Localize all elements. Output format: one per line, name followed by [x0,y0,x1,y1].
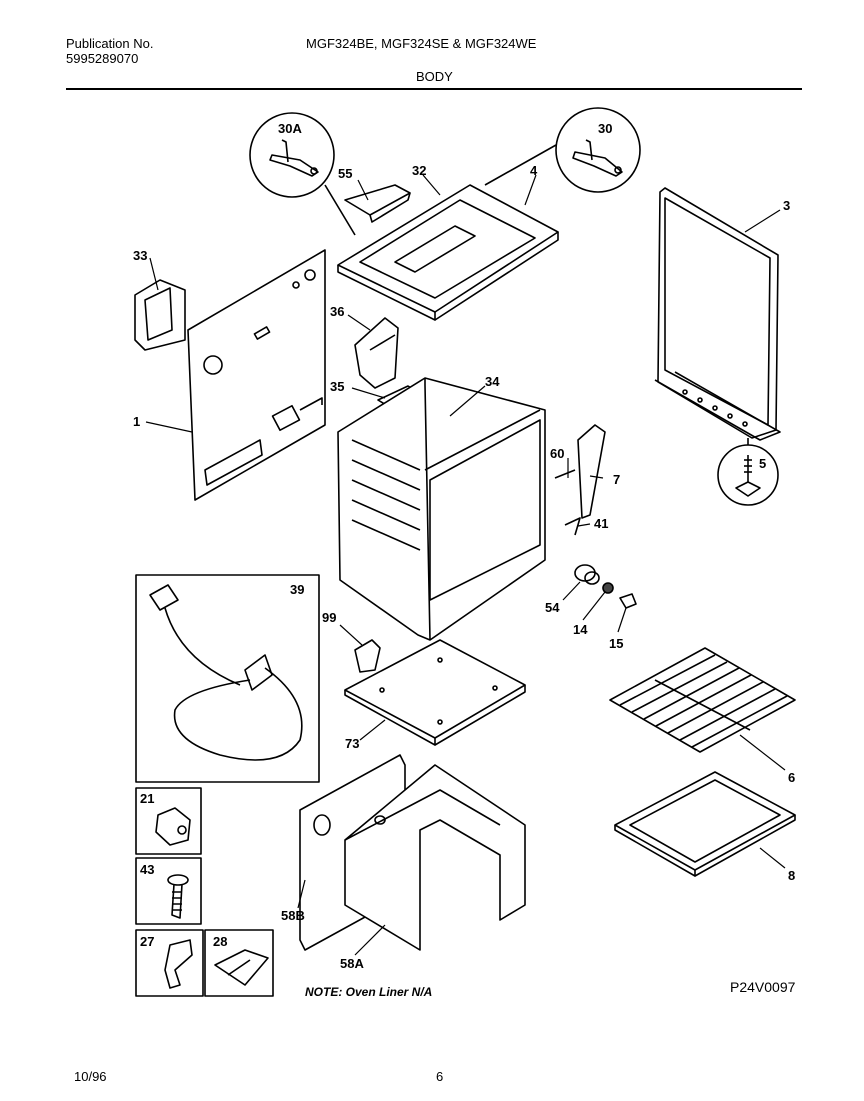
section-title: BODY [416,69,453,84]
oven-body [337,377,546,641]
part-21 [155,807,191,846]
detail-circle-30a [249,112,335,198]
part-99 [354,639,381,673]
callout-14: 14 [573,622,588,637]
part-32-top-frame [337,184,559,321]
model-list: MGF324BE, MGF324SE & MGF324WE [306,36,537,51]
callout-33: 33 [133,248,147,263]
callout-60: 60 [550,446,564,461]
leader-lines [145,174,786,956]
callout-27: 27 [140,934,154,949]
part-43 [167,874,189,919]
diagram-code: P24V0097 [730,979,796,995]
callout-35: 35 [330,379,344,394]
callout-36: 36 [330,304,344,319]
page-number: 6 [436,1069,444,1084]
callout-54: 54 [545,600,560,615]
callout-15: 15 [609,636,623,651]
part-7 [577,424,606,519]
callout-4: 4 [530,163,538,178]
part-41 [564,517,581,536]
part-15 [619,593,637,609]
callout-73: 73 [345,736,359,751]
footer-date: 10/96 [74,1069,107,1084]
callout-28: 28 [213,934,227,949]
part-39-cord [149,584,303,761]
part-27 [164,939,193,989]
part-60 [554,469,576,479]
callout-41: 41 [594,516,608,531]
callout-30: 30 [598,121,612,136]
callout-58a: 58A [340,956,364,971]
publication-label: Publication No. [66,36,154,51]
part-3-door-panel [654,187,781,441]
callout-21: 21 [140,791,154,806]
callout-34: 34 [485,374,500,389]
callout-30a: 30A [278,121,302,136]
callout-6: 6 [788,770,795,785]
part-8-pan [614,771,796,877]
part-1-back-panel [187,249,326,501]
part-27-box [135,929,204,997]
callout-1: 1 [133,414,140,429]
part-28-box [204,929,274,997]
callout-39: 39 [290,582,304,597]
part-28 [214,949,269,986]
detail-circle-5 [717,444,779,506]
callout-55: 55 [338,166,352,181]
part-36 [354,317,399,389]
part-6-rack [609,647,796,753]
oven-liner-note: NOTE: Oven Liner N/A [305,985,433,999]
part-33 [134,279,186,351]
callout-58b: 58B [281,908,305,923]
part-54 [574,564,600,585]
header-rule [66,88,802,90]
callout-8: 8 [788,868,795,883]
callout-32: 32 [412,163,426,178]
part-21-box [135,787,202,855]
part-43-box [135,857,202,925]
callout-5: 5 [759,456,766,471]
callout-7: 7 [613,472,620,487]
part-55 [344,184,411,223]
part-39-box [135,574,320,783]
callout-43: 43 [140,862,154,877]
publication-number: 5995289070 [66,51,139,66]
part-58a [344,764,526,951]
callout-99: 99 [322,610,336,625]
callout-3: 3 [783,198,790,213]
detail-circle-30 [555,107,641,193]
part-73 [344,639,526,746]
part-14 [602,582,614,594]
